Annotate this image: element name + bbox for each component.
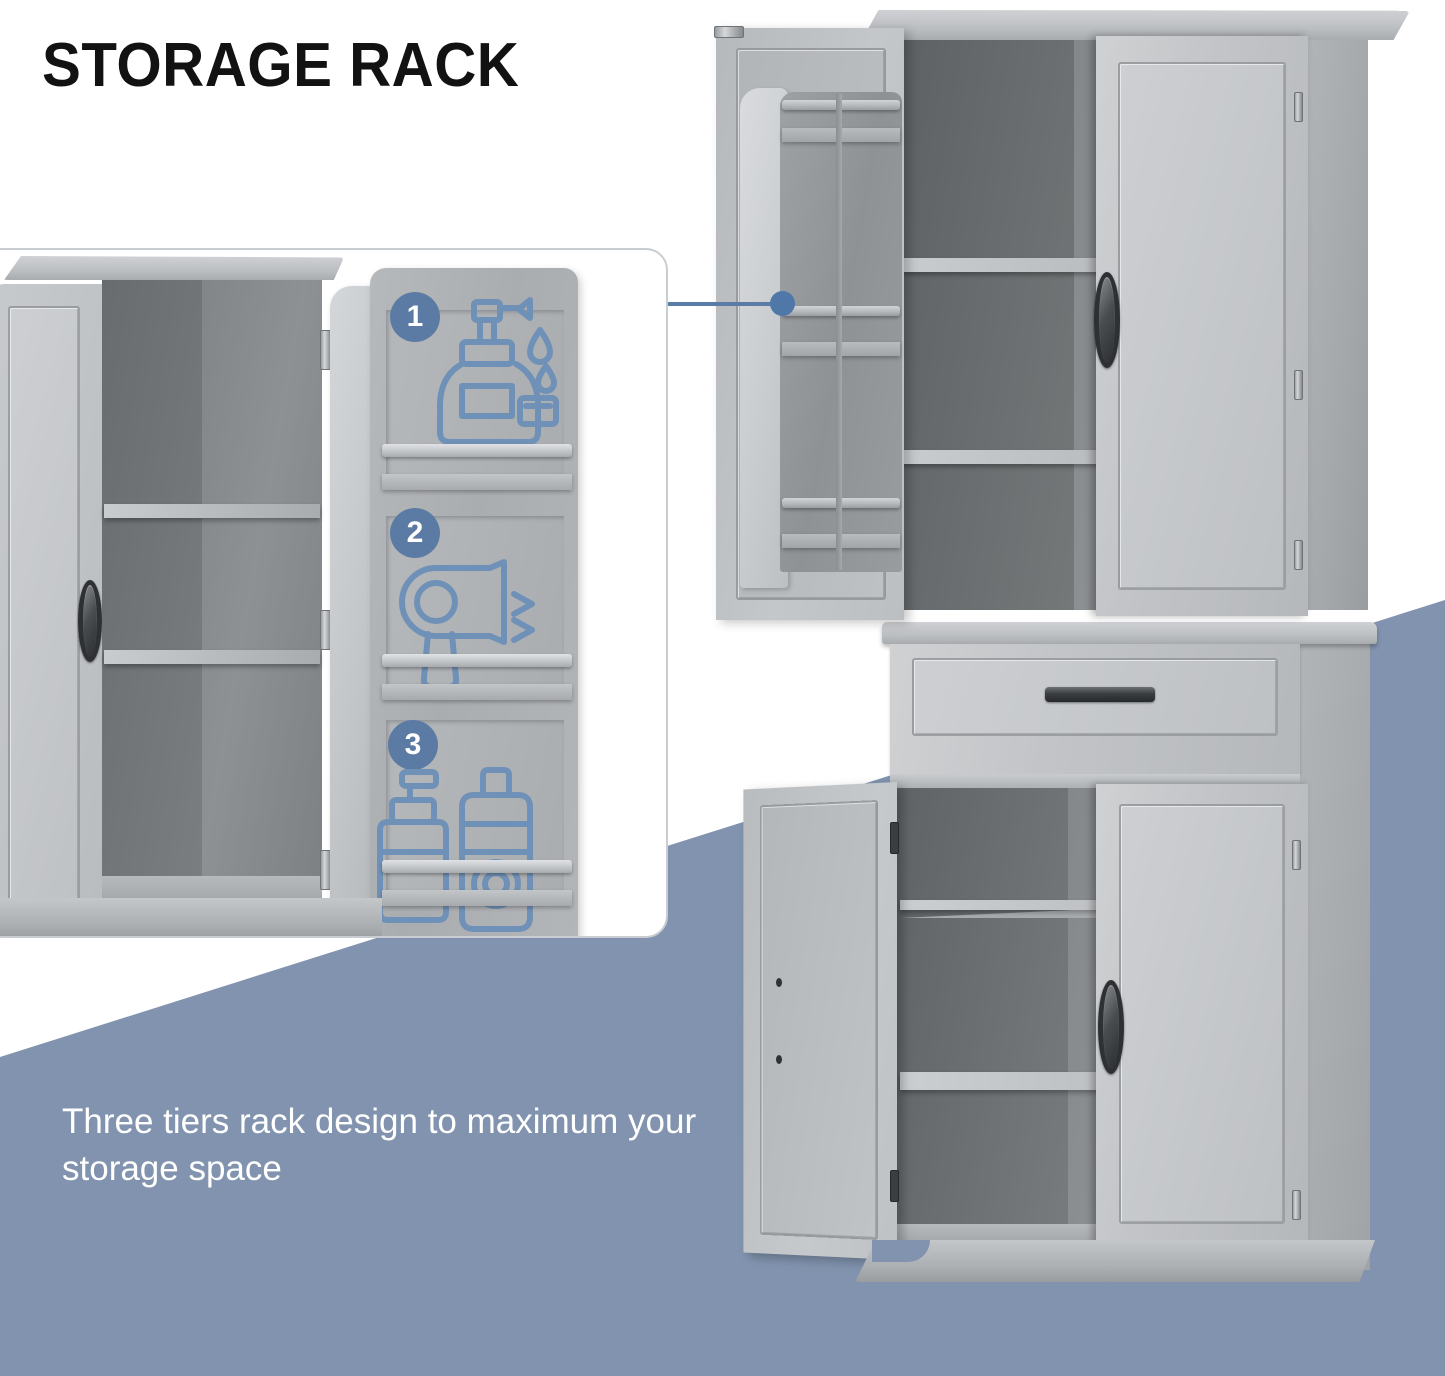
- lower-left-door-screw-bottom: [776, 1055, 782, 1064]
- upper-right-door-molding: [1118, 62, 1286, 590]
- inset-open-door-with-rack: 1 2: [330, 268, 592, 936]
- inset-shelf-upper: [104, 504, 320, 518]
- inset-rack-tier-2-shelf: [382, 684, 572, 700]
- lower-right-door-hinge-top: [1292, 840, 1301, 870]
- callout-connector-line: [666, 302, 784, 306]
- soap-dispenser-icon: [434, 294, 584, 454]
- tier-1-badge: 1: [390, 292, 440, 342]
- lower-left-door-hinge-bottom: [890, 1170, 899, 1202]
- inset-closeup-panel: 1 2: [0, 248, 668, 938]
- inset-rack-tier-3-shelf: [382, 890, 572, 906]
- lower-right-door-molding: [1119, 804, 1285, 1224]
- inset-rack-tier-2-rail: [382, 654, 572, 667]
- upper-right-door-handle[interactable]: [1094, 272, 1120, 368]
- inset-rack-tier-3-rail: [382, 860, 572, 873]
- lower-left-door-hinge-top: [890, 822, 899, 854]
- lower-right-door-hinge-bottom: [1292, 1190, 1301, 1220]
- cabinet-base-plinth: [855, 1240, 1375, 1282]
- upper-cabinet-top-slab: [862, 10, 1410, 40]
- page-title: STORAGE RACK: [42, 31, 520, 100]
- inset-cabinet-top-slab: [4, 256, 344, 280]
- inset-left-door-molding: [8, 306, 80, 936]
- upper-right-door-hinge-bottom: [1294, 540, 1303, 570]
- feature-caption: Three tiers rack design to maximum your …: [62, 1102, 697, 1188]
- lower-cabinet-top-slab: [882, 622, 1377, 644]
- inset-left-door-handle[interactable]: [78, 580, 102, 662]
- inset-rack-tier-1-shelf: [382, 474, 572, 490]
- upper-interior-back-panel: [896, 40, 1074, 610]
- lower-interior-back-panel: [896, 788, 1068, 1243]
- upper-cabinet-right-side-panel: [1300, 40, 1368, 610]
- tier-2-badge: 2: [390, 508, 440, 558]
- lower-left-door-screw-top: [776, 978, 782, 987]
- callout-connector-dot: [770, 291, 795, 316]
- lower-right-door-handle[interactable]: [1098, 980, 1124, 1074]
- inset-rack-tier-1-rail: [382, 444, 572, 457]
- rack-center-rib: [836, 94, 842, 570]
- inset-shelf-lower: [104, 650, 320, 664]
- inset-cabinet-base-plinth: [0, 898, 382, 936]
- inset-interior-back-panel: [102, 280, 202, 936]
- drawer-handle[interactable]: [1045, 687, 1155, 702]
- upper-cabinet: [700, 0, 1445, 625]
- tier-3-badge: 3: [388, 720, 438, 770]
- lotion-bottles-icon: [376, 766, 576, 936]
- inset-cabinet-floor: [102, 876, 322, 902]
- lower-cabinet: [700, 600, 1445, 1300]
- cabinet-base-foot-cut: [872, 1240, 930, 1262]
- hair-dryer-icon: [388, 558, 563, 693]
- upper-right-door-hinge-top: [1294, 92, 1303, 122]
- upper-right-door-hinge-mid: [1294, 370, 1303, 400]
- tall-grey-storage-cabinet: [700, 0, 1445, 1300]
- door-mounted-three-tier-rack: [740, 88, 905, 588]
- upper-left-door-hinge-top: [714, 26, 744, 38]
